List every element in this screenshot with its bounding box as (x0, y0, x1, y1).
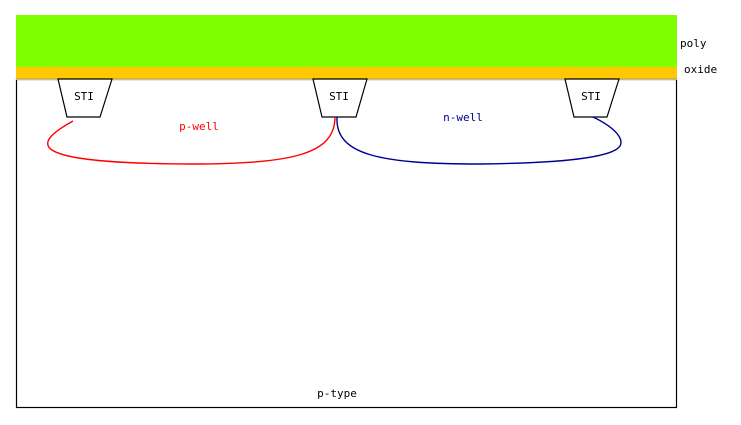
substrate-label: p-type (317, 387, 357, 400)
sti-3-label: STI (581, 90, 601, 103)
p-well-label: p-well (179, 120, 219, 133)
p-well-boundary (47, 116, 336, 165)
poly-label: poly (680, 37, 707, 50)
sti-1 (57, 78, 113, 118)
oxide-label: oxide (684, 63, 717, 76)
sti-2-label: STI (329, 90, 349, 103)
n-well-boundary (336, 116, 622, 165)
oxide-layer (16, 67, 677, 79)
poly-layer (16, 15, 677, 67)
sti-1-label: STI (74, 90, 94, 103)
sti-2 (312, 78, 368, 118)
substrate-box (15, 78, 678, 409)
n-well-label: n-well (443, 111, 483, 124)
sti-3 (564, 78, 620, 118)
